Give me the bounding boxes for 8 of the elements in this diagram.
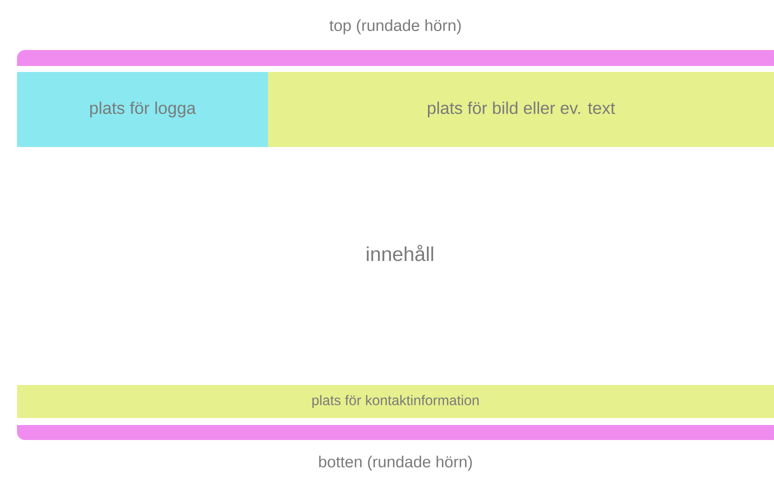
rounded-bar: botten (rundade hörn)	[17, 424, 774, 471]
node-label: botten (rundade hörn)	[319, 456, 472, 471]
image-box: plats för bild eller ev. text	[268, 72, 774, 147]
rounded-bar: top (rundade hörn)	[17, 19, 774, 66]
placeholder-box: plats för logga	[17, 72, 268, 147]
content-label: innehåll	[366, 244, 434, 262]
node-label: top (rundade hörn)	[329, 19, 461, 34]
contact-bar: plats för kontaktinformation	[17, 384, 774, 418]
